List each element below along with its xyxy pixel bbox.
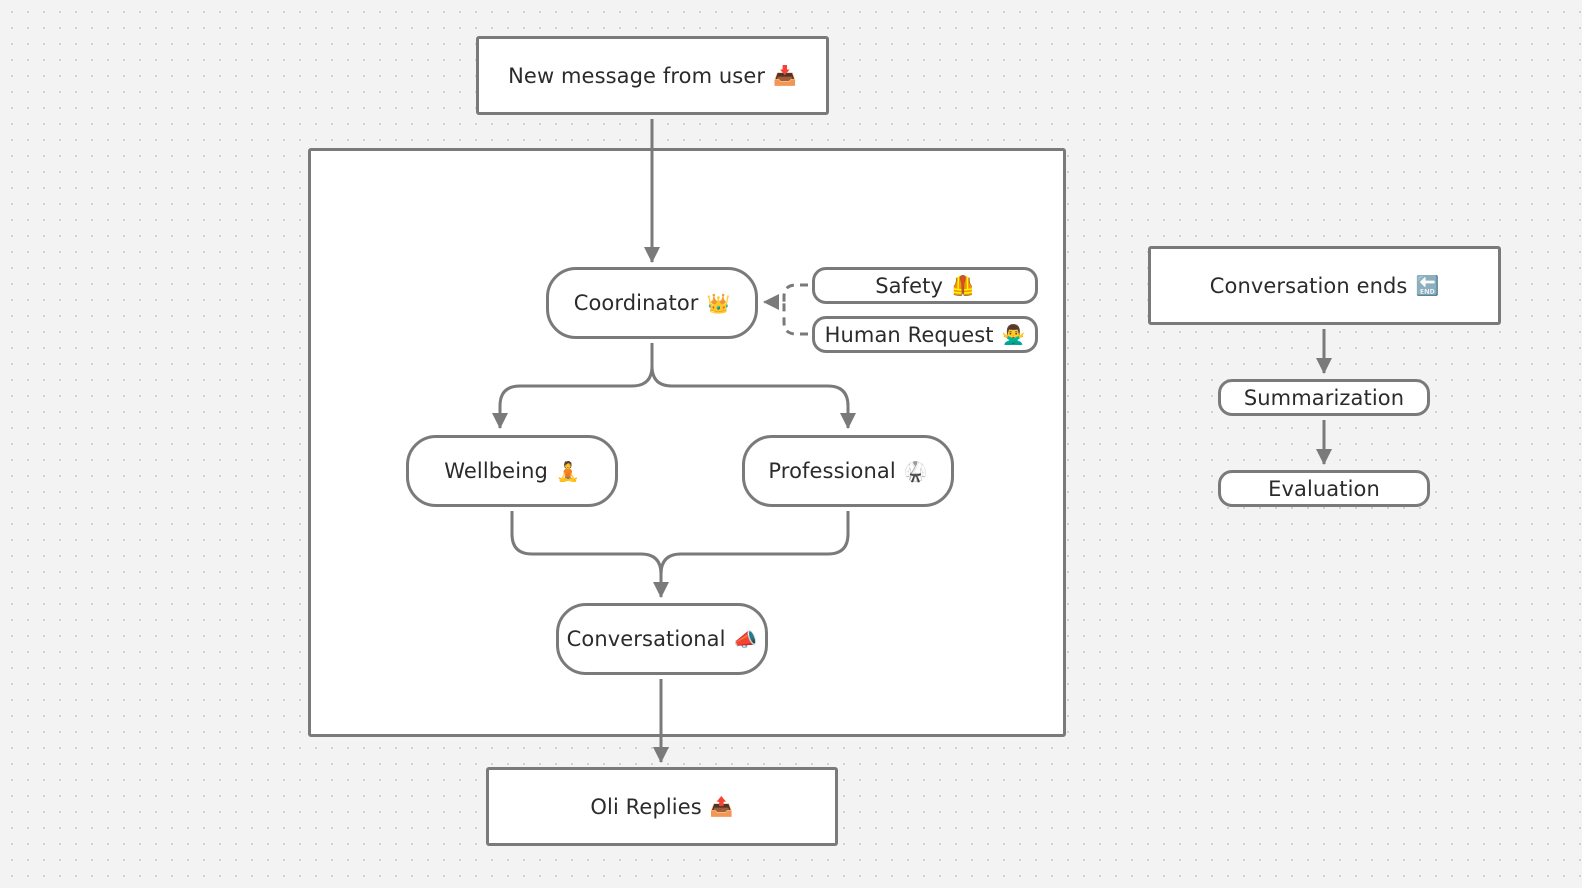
node-label: Wellbeing — [444, 459, 548, 483]
edge-human-request-to-coordinator — [782, 302, 808, 336]
node-label: New message from user — [508, 63, 766, 88]
outbox-tray-icon: 📤 — [709, 796, 734, 818]
node-label: Human Request — [824, 322, 994, 347]
safety-vest-icon: 🦺 — [951, 275, 975, 297]
node-conversational[interactable]: Conversational 📣 — [556, 603, 768, 675]
inbox-tray-icon: 📥 — [773, 65, 797, 87]
node-label: Oli Replies — [590, 794, 702, 819]
node-label: Safety — [875, 273, 943, 298]
crown-icon: 👑 — [706, 292, 731, 315]
node-label: Evaluation — [1268, 476, 1380, 501]
node-professional[interactable]: Professional 🥋 — [742, 435, 954, 507]
node-label: Conversational — [566, 627, 726, 651]
edge-professional-to-conversational — [659, 511, 850, 597]
node-summarization[interactable]: Summarization — [1218, 379, 1430, 416]
edge-wellbeing-to-conversational — [510, 511, 669, 598]
martial-arts-uniform-icon: 🥋 — [903, 460, 928, 483]
node-safety[interactable]: Safety 🦺 — [812, 267, 1038, 304]
node-evaluation[interactable]: Evaluation — [1218, 470, 1430, 507]
end-arrow-icon: 🔚 — [1415, 275, 1440, 297]
node-new-message-from-user[interactable]: New message from user 📥 — [476, 36, 829, 115]
node-oli-replies[interactable]: Oli Replies 📤 — [486, 767, 838, 846]
node-human-request[interactable]: Human Request 🙅‍♂️ — [812, 316, 1038, 353]
megaphone-icon: 📣 — [733, 628, 758, 651]
edge-coordinator-to-professional — [650, 343, 856, 429]
node-label: Coordinator — [573, 291, 699, 315]
node-label: Summarization — [1243, 385, 1405, 410]
person-lotus-icon: 🧘 — [555, 460, 580, 483]
node-conversation-ends[interactable]: Conversation ends 🔚 — [1148, 246, 1501, 325]
node-coordinator[interactable]: Coordinator 👑 — [546, 267, 758, 339]
node-label: Conversation ends — [1209, 273, 1408, 298]
node-wellbeing[interactable]: Wellbeing 🧘 — [406, 435, 618, 507]
person-gesturing-no-icon: 🙅‍♂️ — [1001, 324, 1026, 346]
node-label: Professional — [768, 459, 896, 483]
edge-coordinator-to-wellbeing — [492, 343, 654, 429]
edge-safety-to-coordinator — [763, 283, 808, 310]
